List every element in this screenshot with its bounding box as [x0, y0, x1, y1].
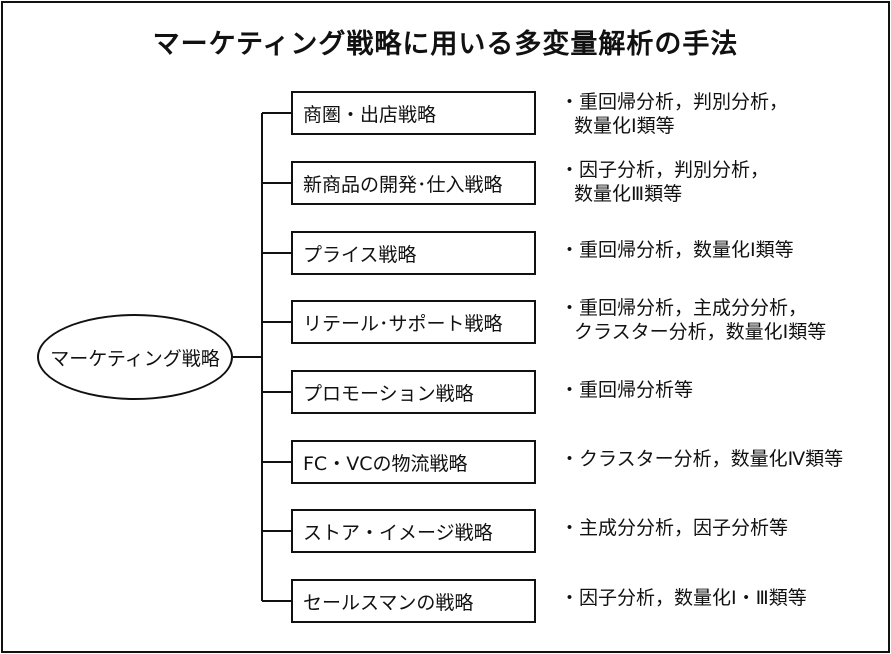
method-list: ・クラスター分析，数量化Ⅳ類等 — [560, 447, 880, 471]
method-text: クラスター分析，数量化Ⅰ類等 — [574, 321, 827, 343]
method-text: ・重回帰分析，判別分析， — [560, 91, 789, 113]
strategy-box: プライス戦略 — [291, 231, 536, 275]
method-list: ・主成分分析，因子分析等 — [560, 516, 880, 540]
diagram-title: マーケティング戦略に用いる多変量解析の手法 — [152, 29, 739, 60]
root-node-marketing-strategy: マーケティング戦略 — [37, 314, 233, 400]
method-text: ・因子分析，数量化Ⅰ・Ⅲ類等 — [560, 587, 807, 609]
method-list: ・因子分析，判別分析， 数量化Ⅲ類等 — [560, 158, 880, 206]
method-list: ・因子分析，数量化Ⅰ・Ⅲ類等 — [560, 586, 880, 610]
strategy-box: 新商品の開発･仕入戦略 — [291, 161, 536, 205]
method-text: ・重回帰分析，主成分分析， — [560, 297, 808, 319]
method-text: ・クラスター分析，数量化Ⅳ類等 — [560, 448, 844, 470]
method-list: ・重回帰分析，判別分析， 数量化Ⅰ類等 — [560, 90, 880, 138]
strategy-box: プロモーション戦略 — [291, 370, 536, 414]
method-text: 数量化Ⅲ類等 — [574, 183, 683, 205]
strategy-box: セールスマンの戦略 — [291, 579, 536, 623]
strategy-box: ストア・イメージ戦略 — [291, 509, 536, 553]
strategy-box: リテール･サポート戦略 — [291, 300, 536, 344]
method-list: ・重回帰分析等 — [560, 378, 880, 402]
method-text: ・重回帰分析等 — [560, 379, 694, 401]
method-text: ・因子分析，判別分析， — [560, 159, 770, 181]
strategy-box: 商圏・出店戦略 — [291, 91, 536, 135]
method-list: ・重回帰分析，数量化Ⅰ類等 — [560, 238, 880, 262]
method-text: ・主成分分析，因子分析等 — [560, 517, 789, 539]
strategy-box: FC・VCの物流戦略 — [291, 440, 536, 484]
method-list: ・重回帰分析，主成分分析， クラスター分析，数量化Ⅰ類等 — [560, 296, 880, 344]
method-text: ・重回帰分析，数量化Ⅰ類等 — [560, 239, 794, 261]
method-text: 数量化Ⅰ類等 — [574, 115, 675, 137]
